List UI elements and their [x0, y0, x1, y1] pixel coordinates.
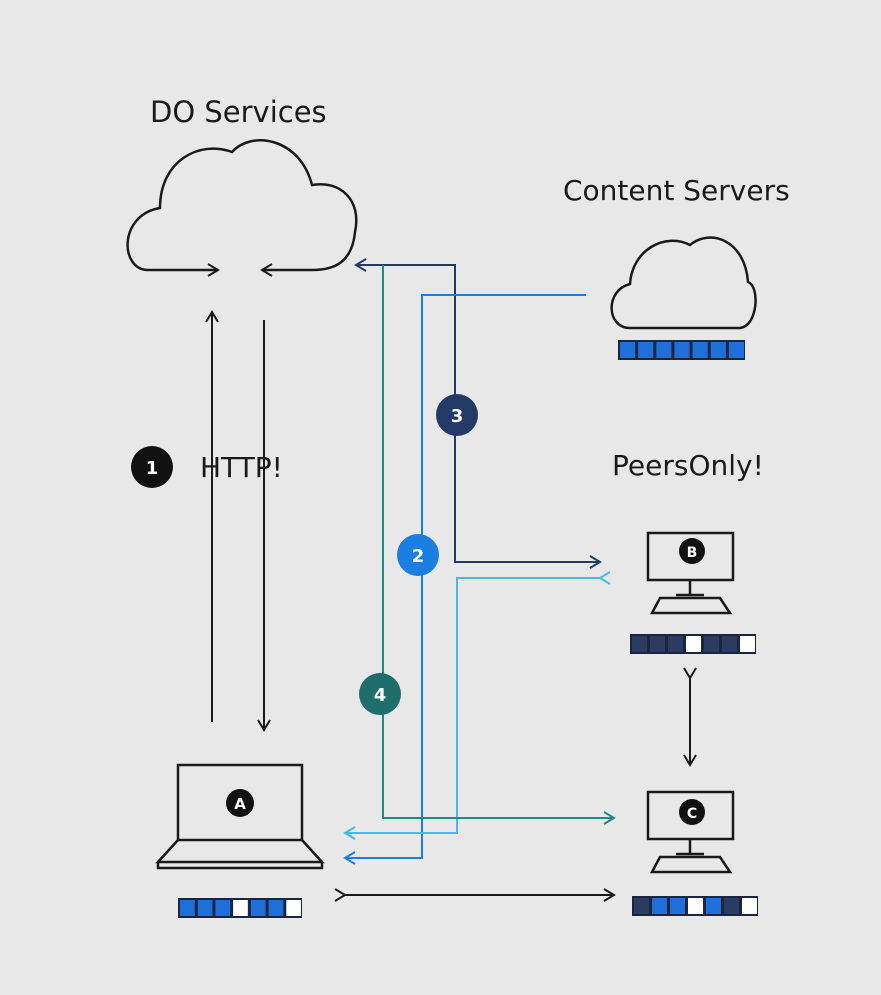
desktop-c-blocks: [632, 896, 758, 916]
laptop-a-icon: A: [155, 763, 325, 870]
block: [722, 636, 737, 652]
block: [688, 898, 703, 914]
block: [286, 900, 301, 916]
step-badge-4: 4: [359, 673, 401, 715]
block: [268, 900, 284, 916]
node-a-label: A: [234, 795, 246, 813]
node-b-label: B: [687, 545, 698, 561]
block: [250, 900, 266, 916]
content-servers-cloud-icon: [610, 236, 757, 330]
path-b-to-a: [343, 571, 611, 840]
laptop-a-blocks: [178, 898, 302, 918]
block: [742, 898, 757, 914]
block: [710, 342, 726, 358]
path-3-to-b: [454, 395, 602, 569]
svg-text:2: 2: [412, 546, 425, 567]
block: [724, 898, 739, 914]
block: [704, 636, 719, 652]
do-services-cloud-icon: [126, 139, 358, 277]
step-badge-1: 1: [131, 446, 173, 488]
desktop-c-icon: C: [646, 790, 735, 874]
block: [632, 636, 647, 652]
step-badge-2: 2: [397, 534, 439, 576]
block: [180, 900, 195, 916]
content-server-blocks: [618, 340, 745, 360]
node-c-label: C: [687, 806, 697, 822]
block: [215, 900, 231, 916]
content-servers-title: Content Servers: [563, 174, 790, 207]
do-services-title: DO Services: [150, 95, 327, 129]
block: [670, 898, 685, 914]
block: [233, 900, 248, 916]
http-label: HTTP!: [200, 451, 283, 484]
block: [638, 342, 654, 358]
path-3-to-do: [354, 258, 456, 395]
block: [686, 636, 701, 652]
svg-text:4: 4: [374, 685, 387, 706]
desktop-b-blocks: [630, 634, 756, 654]
peers-only-label: PeersOnly!: [612, 449, 764, 482]
block: [706, 898, 721, 914]
block: [634, 898, 649, 914]
desktop-b-icon: B: [646, 531, 735, 615]
step-badge-3: 3: [436, 394, 478, 436]
block: [740, 636, 755, 652]
block: [652, 898, 667, 914]
path-2-content-to-a: [343, 294, 586, 865]
block: [620, 342, 636, 358]
block: [728, 342, 744, 358]
block: [692, 342, 708, 358]
block: [650, 636, 665, 652]
svg-text:1: 1: [146, 458, 159, 479]
block: [674, 342, 690, 358]
svg-text:3: 3: [451, 406, 464, 427]
path-4-to-c: [382, 265, 616, 825]
block: [197, 900, 213, 916]
block: [668, 636, 683, 652]
block: [656, 342, 672, 358]
